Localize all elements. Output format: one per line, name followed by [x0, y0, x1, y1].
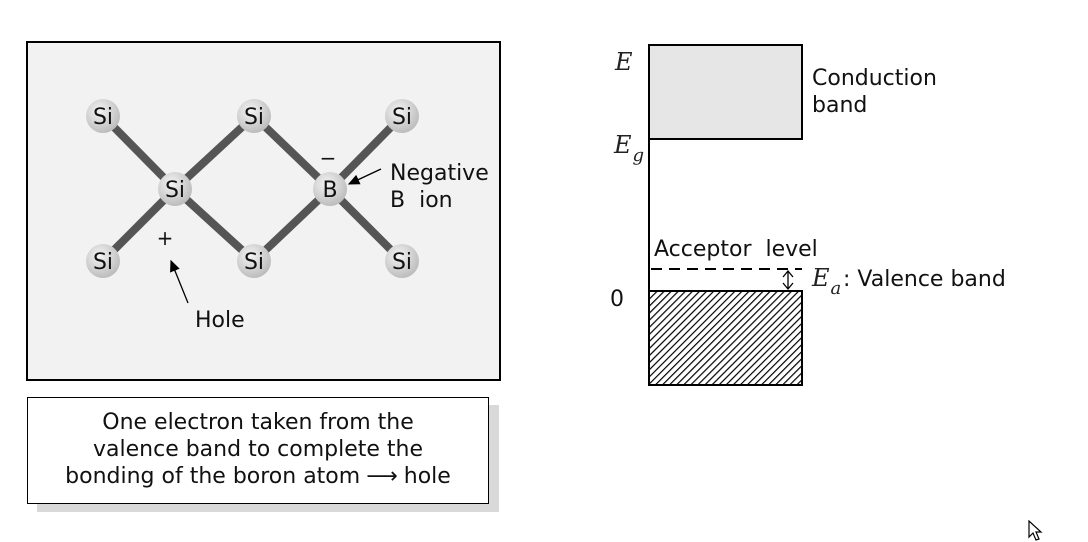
lattice-panel: Si Si Si Si B Si: [26, 41, 501, 381]
ea-label: Ea: [811, 264, 841, 299]
zero-label: 0: [610, 287, 624, 312]
atom-si: Si: [86, 244, 120, 278]
bond: [100, 113, 178, 192]
hole-arrow-icon: [170, 259, 189, 304]
atom-si-center: Si: [158, 172, 192, 206]
bond: [251, 113, 333, 192]
caption-line-3-end: hole: [403, 464, 451, 489]
svg-text:Si: Si: [244, 250, 264, 275]
energy-axis-label: E: [614, 48, 633, 76]
caption-line-2: valence band to complete the: [93, 437, 423, 462]
atom-boron: B: [313, 172, 347, 206]
atom-si: Si: [385, 244, 419, 278]
svg-text:B: B: [322, 178, 337, 203]
b-ion-label: B ion: [390, 188, 453, 213]
caption-line-1: One electron taken from the: [102, 410, 414, 435]
mouse-cursor-icon: [1028, 520, 1043, 541]
ea-double-arrow-icon: [782, 269, 794, 291]
eg-label: Eg: [613, 131, 644, 166]
conduction-band-box: [648, 44, 803, 140]
atoms: Si Si Si Si B Si: [86, 99, 419, 278]
bond: [172, 186, 257, 264]
caption-line-3-text: bonding of the boron atom: [65, 464, 361, 489]
svg-text:Si: Si: [244, 105, 264, 130]
minus-sign: −: [320, 146, 337, 170]
lattice-frame: [26, 41, 501, 381]
atom-si: Si: [237, 99, 271, 133]
atom-si: Si: [86, 99, 120, 133]
negative-ion-arrow-icon: [347, 168, 382, 185]
svg-text:Si: Si: [392, 105, 412, 130]
band-diagram: E Eg 0 Conduction band Acceptor level Ea…: [610, 44, 1006, 386]
svg-text:Si: Si: [93, 105, 113, 130]
acceptor-level-label: Acceptor level: [654, 237, 818, 262]
bond: [251, 186, 333, 264]
conduction-label: Conduction: [812, 66, 937, 91]
valence-band-box: [648, 290, 803, 386]
right-arrow-icon: ⟶: [366, 464, 398, 489]
hole-label: Hole: [195, 308, 245, 333]
band-label: band: [812, 93, 867, 118]
bond: [172, 113, 257, 192]
plus-sign: +: [157, 226, 174, 250]
negative-label: Negative: [390, 161, 489, 186]
atom-si: Si: [385, 99, 419, 133]
caption-line-3: bonding of the boron atom⟶hole: [28, 463, 488, 490]
valence-band-label: : Valence band: [843, 267, 1006, 292]
bond: [327, 113, 405, 192]
svg-text:Si: Si: [93, 250, 113, 275]
svg-text:Si: Si: [165, 178, 185, 203]
svg-text:Si: Si: [392, 250, 412, 275]
caption-box: One electron taken from the valence band…: [27, 397, 489, 504]
atom-si: Si: [237, 244, 271, 278]
